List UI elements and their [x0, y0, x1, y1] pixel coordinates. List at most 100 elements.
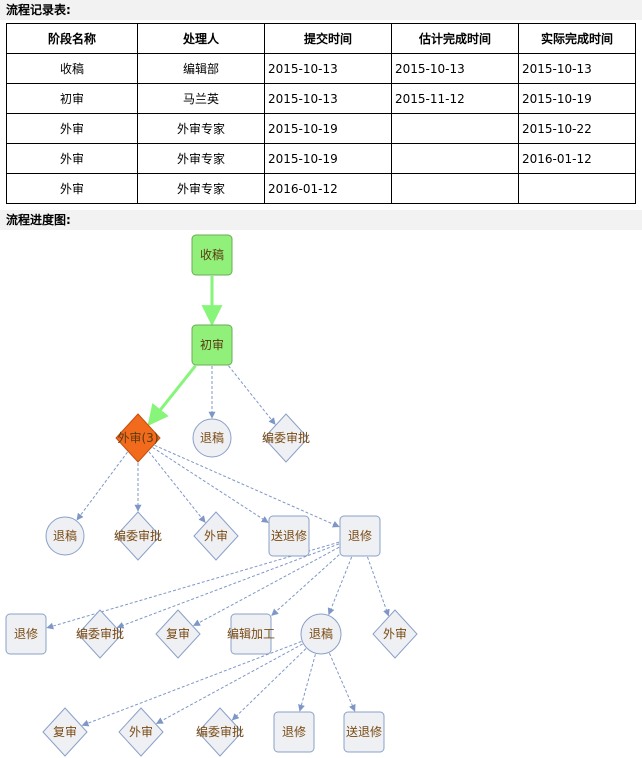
flow-node-shape	[42, 707, 88, 757]
flow-node-label: 退稿	[53, 528, 77, 543]
flow-node-n12: 编委审批	[76, 609, 124, 659]
flow-node-label: 复审	[53, 724, 77, 739]
table-header-row: 阶段名称 处理人 提交时间 估计完成时间 实际完成时间	[6, 23, 636, 54]
flow-node-shape	[118, 707, 164, 757]
records-section-title: 流程记录表:	[0, 0, 642, 20]
flow-node-n9: 送退修	[268, 515, 310, 557]
flow-edge	[228, 365, 276, 425]
flow-node-shape	[192, 418, 232, 458]
flow-node-n2: 初审	[191, 324, 233, 366]
table-row: 收稿 编辑部 2015-10-13 2015-10-13 2015-10-13	[6, 53, 636, 84]
flow-edge	[76, 451, 128, 521]
flow-node-label: 退修	[14, 626, 38, 641]
flow-node-n15: 退稿	[300, 613, 342, 655]
stage-cell: 外审	[6, 143, 138, 174]
flow-node-shape	[5, 613, 47, 655]
stage-cell: 初审	[6, 83, 138, 114]
flow-node-n6: 退稿	[45, 516, 85, 556]
flow-node-label: 编辑加工	[227, 626, 275, 641]
flow-node-shape	[343, 711, 385, 753]
flow-node-n17: 复审	[42, 707, 88, 757]
flow-node-label: 编委审批	[262, 430, 310, 445]
stage-cell: 外审	[6, 113, 138, 144]
actual-time-cell: 2015-10-19	[518, 83, 636, 114]
flow-progress-diagram: 收稿初审外审(3)退稿编委审批退稿编委审批外审送退修退修退修编委审批复审编辑加工…	[5, 234, 418, 757]
flow-edge	[154, 444, 340, 528]
flow-node-label: 收稿	[200, 247, 224, 262]
table-row: 外审 外审专家 2015-10-19 2015-10-22	[6, 113, 636, 144]
handler-cell: 外审专家	[137, 173, 265, 204]
flow-node-shape	[372, 609, 418, 659]
flow-node-shape	[273, 711, 315, 753]
flow-edge	[231, 648, 307, 721]
handler-cell: 马兰英	[137, 83, 265, 114]
flow-node-label: 退稿	[309, 626, 333, 641]
flow-node-shape	[339, 515, 381, 557]
estimated-time-cell	[391, 173, 519, 204]
flow-node-label: 编委审批	[76, 626, 124, 641]
flow-node-shape	[197, 707, 243, 757]
actual-time-cell: 2016-01-12	[518, 143, 636, 174]
actual-time-cell: 2015-10-22	[518, 113, 636, 144]
flow-node-label: 外审	[204, 528, 228, 543]
flow-node-shape	[77, 609, 123, 659]
actual-time-cell	[518, 173, 636, 204]
column-header: 估计完成时间	[391, 23, 519, 54]
flow-node-n20: 退修	[273, 711, 315, 753]
flow-edge	[192, 546, 340, 627]
submit-time-cell: 2015-10-13	[264, 83, 392, 114]
handler-cell: 外审专家	[137, 113, 265, 144]
flow-node-shape	[268, 515, 310, 557]
flow-edge	[271, 554, 340, 616]
flow-node-shape	[191, 324, 233, 366]
flow-node-label: 编委审批	[114, 528, 162, 543]
flow-node-n18: 外审	[118, 707, 164, 757]
flow-node-shape	[230, 613, 272, 655]
flow-node-label: 退修	[282, 724, 306, 739]
flow-node-n11: 退修	[5, 613, 47, 655]
flow-node-shape	[263, 413, 309, 463]
flow-node-n7: 编委审批	[114, 511, 162, 561]
estimated-time-cell	[391, 143, 519, 174]
flow-edge	[155, 643, 303, 724]
column-header: 处理人	[137, 23, 265, 54]
flow-node-label: 初审	[200, 337, 224, 352]
flow-node-n3: 外审(3)	[115, 413, 161, 463]
flow-node-label: 外审(3)	[118, 430, 159, 445]
diagram-section-title: 流程进度图:	[0, 210, 642, 230]
flow-node-shape	[193, 511, 239, 561]
estimated-time-cell: 2015-11-12	[391, 83, 519, 114]
submit-time-cell: 2015-10-19	[264, 113, 392, 144]
flow-node-n13: 复审	[155, 609, 201, 659]
flow-node-label: 复审	[166, 626, 190, 641]
flow-edge	[327, 556, 353, 616]
stage-cell: 收稿	[6, 53, 138, 84]
table-row: 初审 马兰英 2015-10-13 2015-11-12 2015-10-19	[6, 83, 636, 114]
flow-node-label: 退稿	[200, 430, 224, 445]
flow-node-n1: 收稿	[191, 234, 233, 276]
flow-node-shape	[300, 613, 342, 655]
table-row: 外审 外审专家 2016-01-12	[6, 173, 636, 204]
submit-time-cell: 2015-10-19	[264, 143, 392, 174]
flow-node-shape	[191, 234, 233, 276]
flow-node-shape	[45, 516, 85, 556]
flow-node-label: 外审	[383, 626, 407, 641]
records-table: 阶段名称 处理人 提交时间 估计完成时间 实际完成时间 收稿 编辑部 2015-…	[6, 23, 636, 204]
flow-node-shape	[155, 609, 201, 659]
flow-node-n19: 编委审批	[196, 707, 244, 757]
table-row: 外审 外审专家 2015-10-19 2016-01-12	[6, 143, 636, 174]
submit-time-cell: 2016-01-12	[264, 173, 392, 204]
flow-edge	[148, 451, 206, 523]
column-header: 提交时间	[264, 23, 392, 54]
flow-edge	[328, 653, 356, 712]
submit-time-cell: 2015-10-13	[264, 53, 392, 84]
flow-node-label: 外审	[129, 724, 153, 739]
actual-time-cell: 2015-10-13	[518, 53, 636, 84]
flow-node-n16: 外审	[372, 609, 418, 659]
flow-edge	[367, 556, 390, 617]
flow-node-label: 退修	[348, 528, 372, 543]
flow-node-n4: 退稿	[192, 418, 232, 458]
column-header: 阶段名称	[6, 23, 138, 54]
flow-node-shape	[115, 413, 161, 463]
estimated-time-cell: 2015-10-13	[391, 53, 519, 84]
